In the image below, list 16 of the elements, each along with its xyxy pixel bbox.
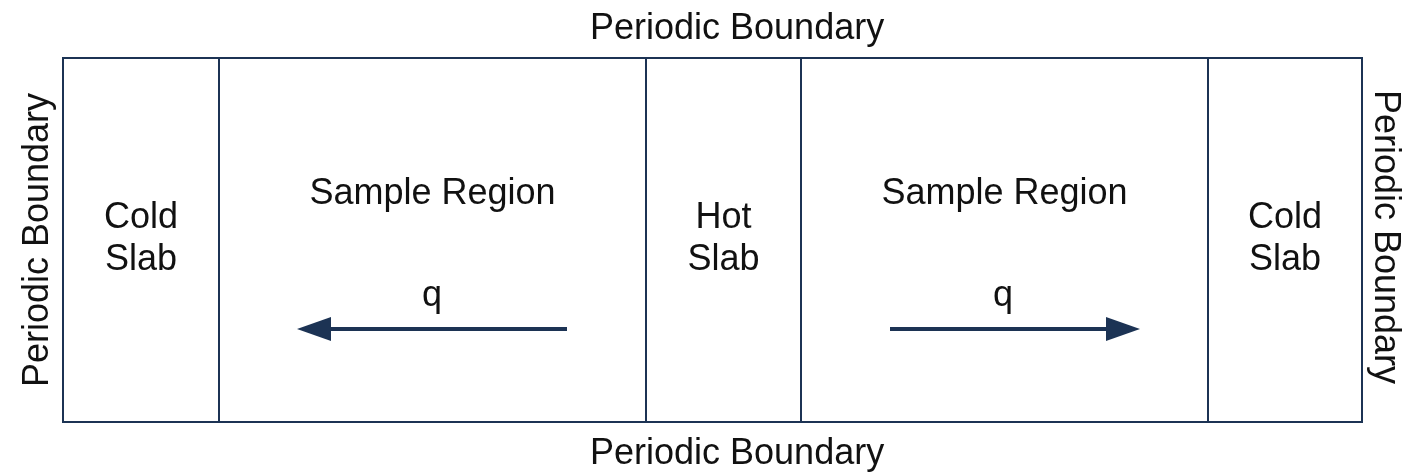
region-label: Sample Region xyxy=(881,171,1128,213)
sample-region-box xyxy=(218,57,647,423)
region-label: Hot Slab xyxy=(686,195,761,279)
region-label: Cold Slab xyxy=(1246,195,1323,279)
flux-label: q xyxy=(993,274,1014,314)
boundary-label: Periodic Boundary xyxy=(590,7,885,47)
hot-slab-box xyxy=(645,57,802,423)
boundary-label: Periodic Boundary xyxy=(1367,89,1408,385)
boundary-label: Periodic Boundary xyxy=(16,92,57,388)
region-label: Sample Region xyxy=(309,171,556,213)
cold-slab-box xyxy=(62,57,220,423)
sample-region-box xyxy=(800,57,1209,423)
cold-slab-box xyxy=(1207,57,1363,423)
region-label: Cold Slab xyxy=(102,195,179,279)
boundary-label: Periodic Boundary xyxy=(590,432,885,472)
flux-label: q xyxy=(422,274,443,314)
